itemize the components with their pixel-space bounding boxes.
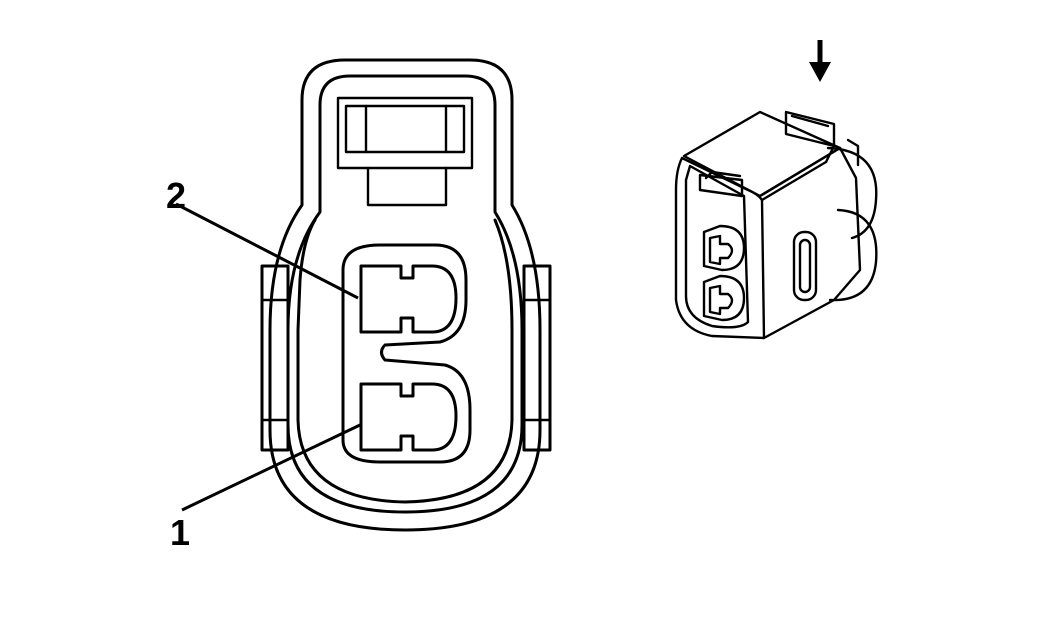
terminal-block [341,243,472,464]
pin-1-terminal [359,382,458,452]
connector-isometric-icon [674,110,878,340]
pin-2-label: 2 [166,175,186,216]
left-ear [260,264,290,452]
arrow-down-icon [809,40,831,82]
pin-2-terminal [359,264,458,334]
housing-inner [286,74,524,514]
pin-2-leader [175,202,359,300]
pin-1-label: 1 [170,512,190,553]
housing-outer [268,58,542,532]
latch [336,96,474,207]
cavity-wall [296,218,514,504]
pin-1-leader [181,423,361,512]
connector-face-icon [260,58,552,532]
